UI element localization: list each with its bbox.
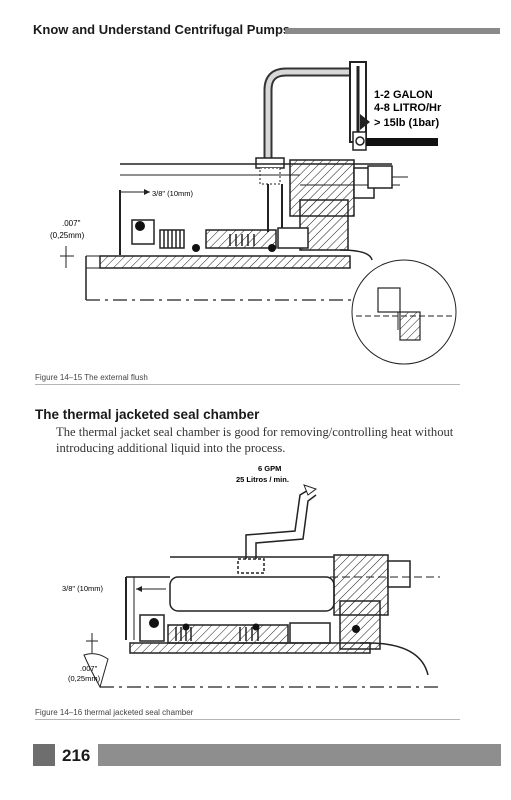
jacket-cavity: [169, 576, 335, 612]
gap-label-in: .007": [62, 219, 81, 228]
gap-pointer: [83, 653, 109, 689]
caption-rule-2: [35, 719, 460, 720]
o-ring: [135, 221, 145, 231]
gap-label-mm: (0,25mm): [50, 231, 85, 240]
seal-springs-2: [175, 627, 259, 641]
valve-handle: [366, 138, 438, 146]
flow-rate-label-2: 4-8 LITRO/Hr: [374, 102, 442, 114]
page-header: Know and Understand Centrifugal Pumps: [33, 22, 500, 42]
flush-pipe: [263, 67, 356, 160]
page-number: 216: [62, 746, 91, 765]
dim-label-2: 3/8" (10mm): [62, 584, 104, 593]
cooling-pipe: [245, 488, 311, 565]
dim-label: 3/8" (10mm): [152, 189, 194, 198]
footer-block: [33, 744, 55, 766]
shaft-sleeve: [99, 255, 351, 269]
gap-label-mm-2: (0,25mm): [68, 674, 101, 683]
header-rule: [285, 28, 500, 34]
figure-caption-2: Figure 14–16 thermal jacketed seal chamb…: [35, 708, 194, 717]
flow-rate-label-2b: 25 Litros / min.: [236, 475, 289, 484]
seal-springs: [159, 229, 277, 249]
section-body: The thermal jacket seal chamber is good …: [56, 425, 454, 455]
gap-label-in-2: .007": [80, 664, 98, 673]
flow-rate-label-2a: 6 GPM: [258, 464, 281, 473]
caption-rule-1: [35, 384, 460, 385]
flow-rate-label-1: 1-2 GALON: [374, 89, 433, 101]
section-heading: The thermal jacketed seal chamber: [35, 407, 260, 422]
running-head-title: Know and Understand Centrifugal Pumps: [33, 22, 291, 37]
shaft-sleeve-2: [129, 642, 371, 654]
figure-external-flush: 3/8" (10mm) .007" (0,25mm) 1-2 GALON 4-8…: [50, 61, 457, 365]
flow-rate-label-3: > 15lb (1bar): [374, 117, 439, 129]
figure-caption-1: Figure 14–15 The external flush: [35, 373, 148, 382]
footer-rule: [98, 744, 501, 766]
figure-thermal-jacket: 3/8" (10mm) .007" (0,25mm) 6 GPM 25 Litr…: [62, 464, 440, 689]
